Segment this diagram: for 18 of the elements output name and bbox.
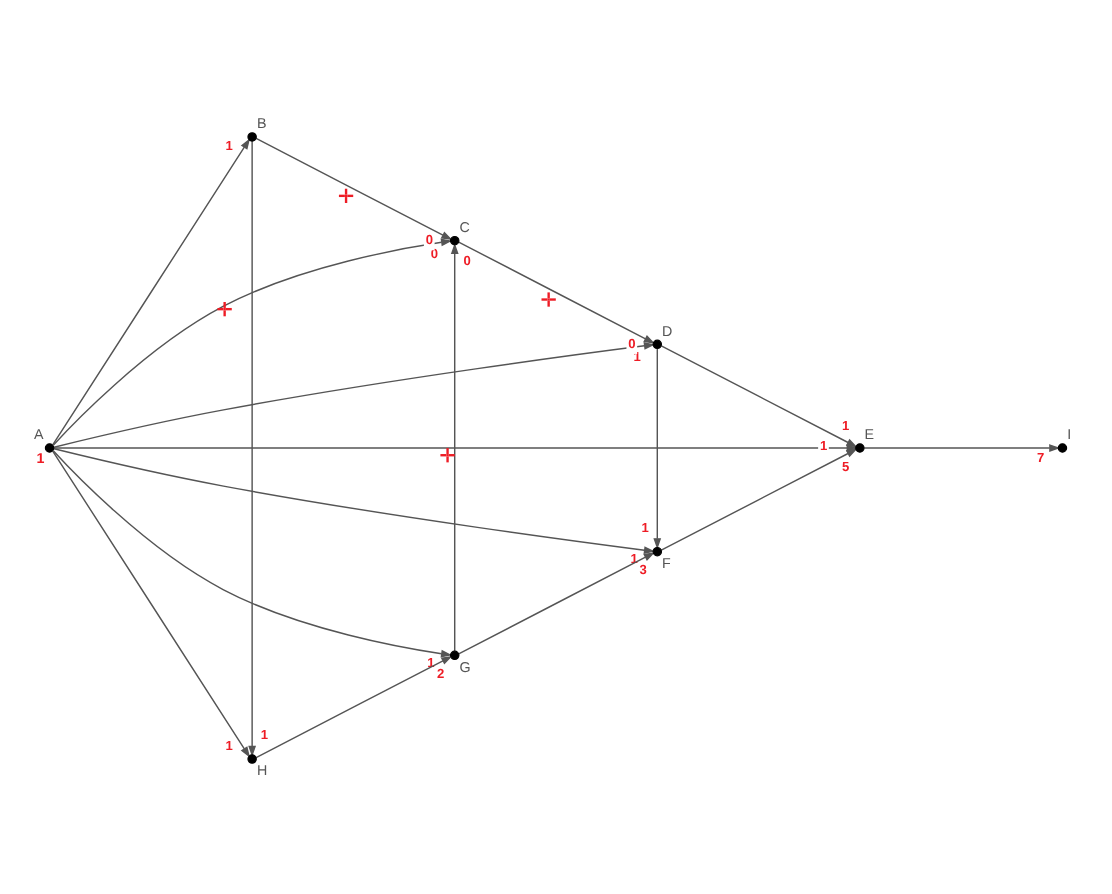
node-circle <box>449 649 460 660</box>
arrow <box>660 447 858 550</box>
node-circle <box>449 234 460 245</box>
node-circle <box>247 753 257 763</box>
arrow <box>52 237 453 445</box>
node-circle <box>855 442 865 452</box>
node-circle <box>652 545 663 556</box>
node-circle <box>44 442 55 452</box>
arrow <box>53 447 656 554</box>
arrow <box>53 340 656 447</box>
node-circle <box>1057 442 1068 452</box>
arrow <box>863 443 1061 451</box>
node-circle <box>247 131 257 141</box>
arrow <box>248 139 257 756</box>
node-circle <box>652 338 663 349</box>
arrow <box>653 346 662 549</box>
arrow <box>660 344 858 447</box>
arrow <box>255 136 453 240</box>
